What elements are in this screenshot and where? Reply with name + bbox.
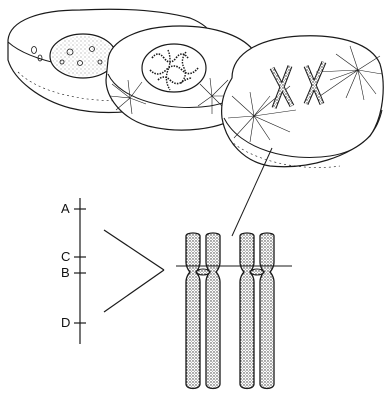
nucleus-prophase (142, 44, 206, 92)
leader-line (232, 148, 272, 236)
cell-metaphase (222, 36, 384, 168)
chromosome-left (186, 233, 220, 389)
label-c: C (61, 250, 70, 263)
pointer-lines (104, 230, 164, 312)
label-a: A (61, 202, 70, 215)
axis-scale (74, 198, 86, 344)
nucleus-interphase (50, 34, 116, 78)
label-d: D (61, 316, 70, 329)
label-b: B (61, 266, 70, 279)
chromosome-right (240, 233, 274, 389)
enlarged-chromosomes (176, 233, 292, 389)
